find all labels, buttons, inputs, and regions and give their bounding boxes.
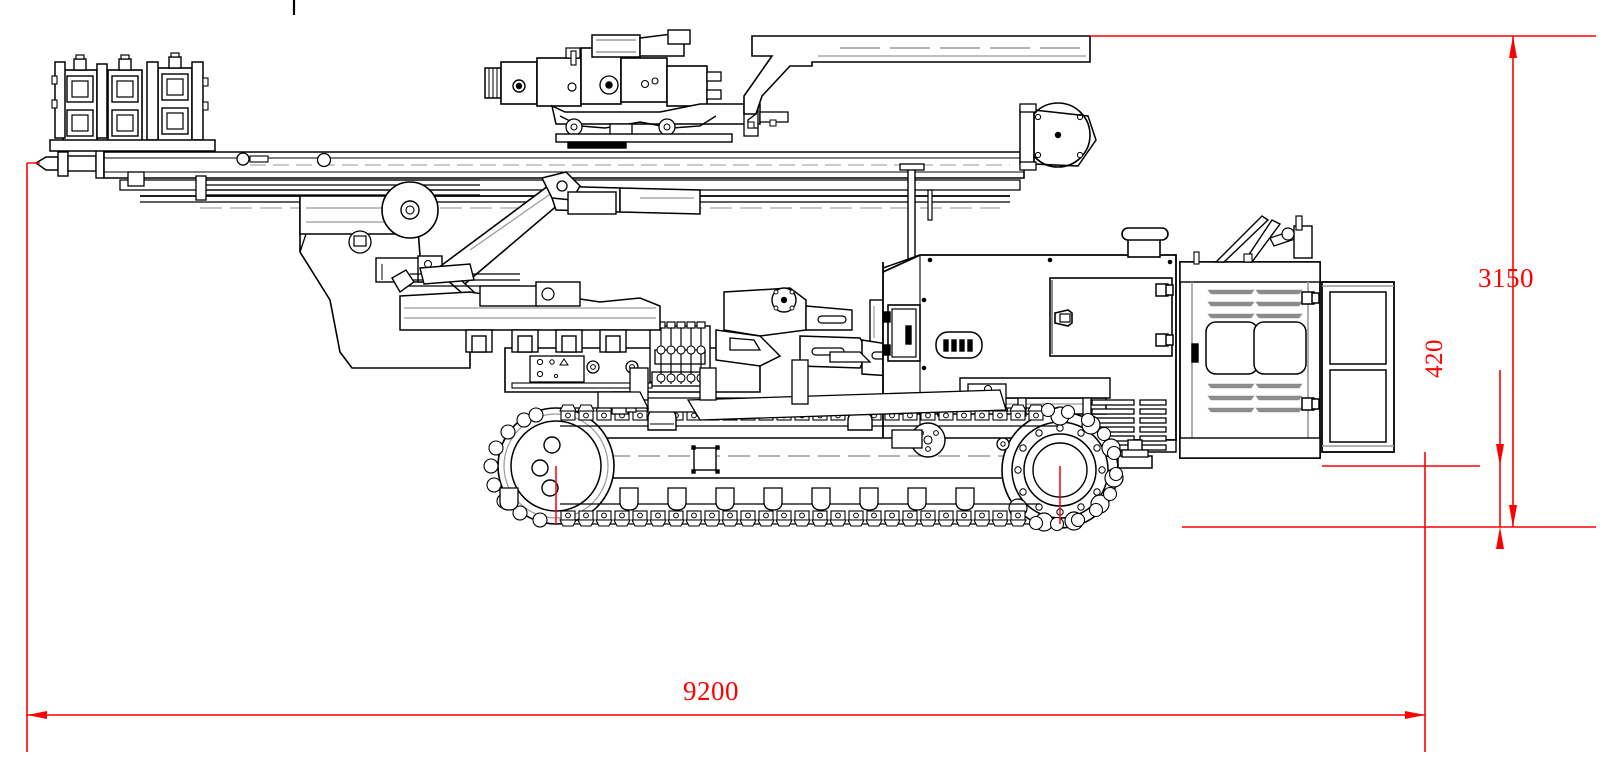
frame-to-track-connectors [597, 359, 809, 409]
rear-access-panel [1321, 281, 1395, 453]
dimension-overall-length [26, 163, 1426, 752]
drill-bit-tip [34, 149, 105, 179]
rotary-head-carriage [550, 103, 789, 149]
upper-linkage-arms [391, 263, 661, 353]
ground-support-jack [1117, 439, 1153, 469]
dimension-overall-height [1090, 35, 1596, 528]
dimension-label-overall-length: 9200 [683, 676, 739, 706]
track-chain-rear-wrap [1028, 402, 1124, 532]
machine-linework [34, 0, 1395, 532]
rotary-drive-head [484, 29, 722, 107]
rear-louvered-cabinet [1179, 215, 1321, 459]
boom-hydraulic-cylinder [436, 171, 701, 302]
dimension-annotations [26, 35, 1596, 752]
dimension-origin-ticks [27, 162, 1061, 524]
dimension-label-ground-clearance: 420 [1421, 339, 1448, 378]
upper-boom-arm [743, 35, 1091, 129]
dimension-ground-clearance [1322, 370, 1504, 549]
carrier-roller [647, 407, 873, 431]
mast-head-sheave [1019, 102, 1097, 171]
dimension-label-overall-height: 3150 [1478, 263, 1534, 293]
mast-head-clamp-assemblies [49, 52, 216, 152]
